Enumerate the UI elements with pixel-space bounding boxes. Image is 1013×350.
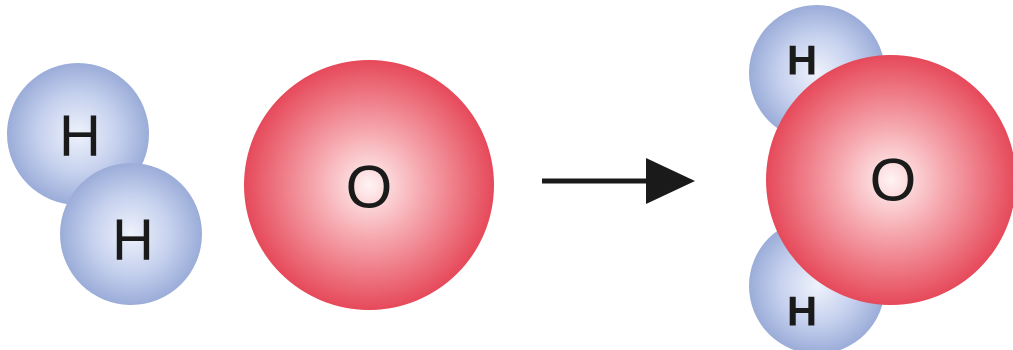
hydrogen-atom-label: H xyxy=(787,37,817,84)
hydrogen-atom-label: H xyxy=(59,104,101,169)
hydrogen-molecule: H H xyxy=(7,63,202,305)
oxygen-atom: O xyxy=(244,60,494,310)
oxygen-atom-label: O xyxy=(346,154,393,221)
hydrogen-atom-label: H xyxy=(787,288,817,335)
oxygen-atom-label: O xyxy=(870,147,917,214)
water-molecule: H H O xyxy=(749,5,1013,350)
hydrogen-atom-label: H xyxy=(112,208,154,273)
right-arrow-icon xyxy=(542,158,695,204)
water-oxygen-atom: O xyxy=(766,55,1013,305)
hydrogen-atom-2: H xyxy=(60,163,202,305)
